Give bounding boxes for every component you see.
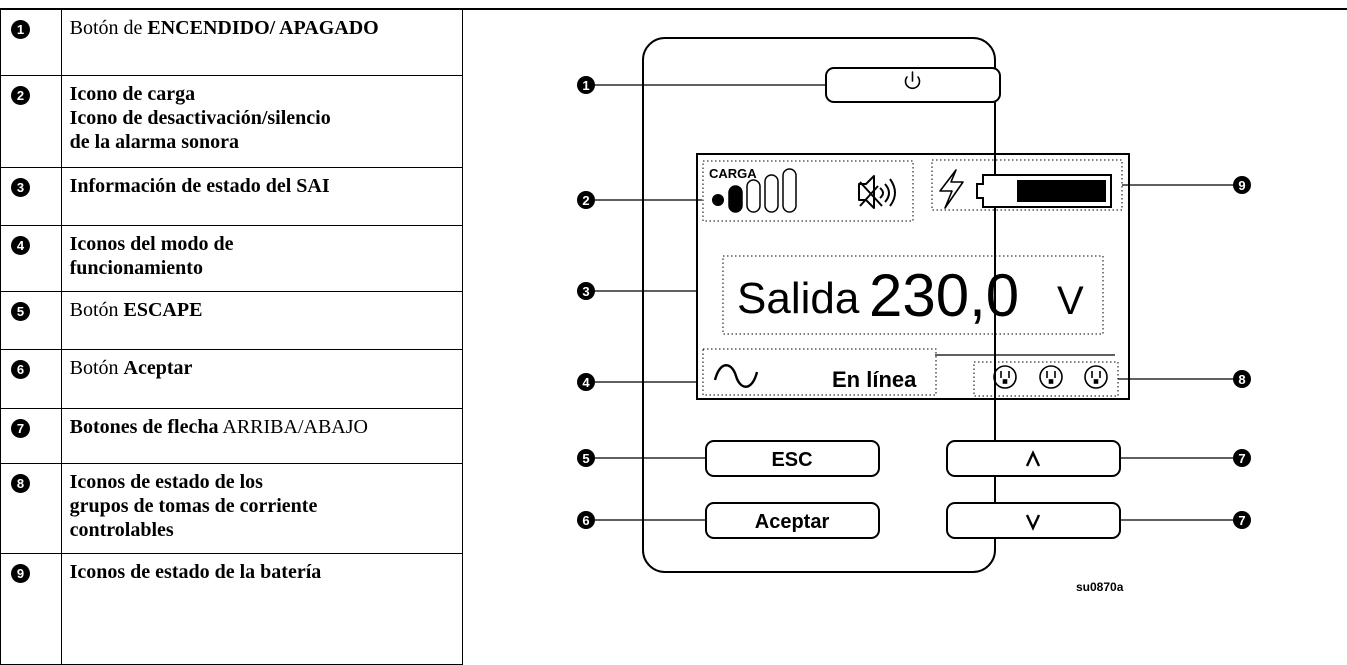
mode-text: En línea	[832, 367, 917, 392]
svg-text:7: 7	[1238, 513, 1245, 528]
callout-3: 3	[577, 282, 595, 300]
legend-text-1a: Botón de	[69, 17, 148, 39]
load-area	[702, 160, 914, 222]
callout-badge-5: 5	[11, 302, 30, 321]
legend-text-3: Información de estado del SAI	[69, 175, 330, 197]
down-arrow-icon	[1025, 514, 1041, 531]
legend-row-8: 8 Iconos de estado de los grupos de toma…	[0, 463, 464, 554]
callout-badge-7: 7	[11, 419, 30, 438]
legend-text-5a: Botón	[69, 299, 124, 321]
alarm-mute-icon	[858, 175, 896, 209]
callout-badge-6: 6	[11, 360, 30, 379]
ups-panel-outline	[642, 37, 996, 573]
callout-badge-8: 8	[11, 474, 30, 493]
svg-text:7: 7	[1238, 451, 1245, 466]
ups-panel-diagram: CARGA Salida 230,0 V	[470, 10, 1347, 664]
callout-badge-3: 3	[11, 178, 30, 197]
svg-text:5: 5	[582, 451, 589, 466]
callout-7-down: 7	[1233, 511, 1251, 529]
svg-text:4: 4	[582, 375, 590, 390]
legend-row-6: 6 Botón Aceptar	[0, 349, 464, 409]
legend-row-9: 9 Iconos de estado de la batería	[0, 553, 464, 665]
callout-badge-1: 1	[11, 20, 30, 39]
up-arrow-icon	[1025, 450, 1041, 467]
leader-lines	[594, 84, 1234, 521]
callout-badge-2: 2	[11, 86, 30, 105]
legend-row-2: 2 Icono de carga Icono de desactivación/…	[0, 75, 464, 168]
legend-text-4a: Iconos del modo de	[69, 233, 234, 255]
power-button[interactable]	[825, 67, 1001, 103]
legend-text-2b: Icono de desactivación/silencio	[69, 107, 331, 129]
callout-badge-4: 4	[11, 236, 30, 255]
svg-text:2: 2	[582, 193, 589, 208]
status-value: 230,0	[869, 262, 1019, 329]
svg-text:3: 3	[582, 284, 589, 299]
status-area	[722, 255, 1104, 335]
svg-text:1: 1	[582, 78, 589, 93]
legend-text-6a: Botón	[69, 357, 124, 379]
legend-row-1: 1 Botón de ENCENDIDO/ APAGADO	[0, 9, 464, 76]
legend-text-7a: Botones de flecha	[69, 416, 219, 438]
outlet-icon-2	[1039, 365, 1063, 389]
accept-button[interactable]: Aceptar	[705, 502, 880, 539]
svg-text:9: 9	[1238, 178, 1245, 193]
legend-row-7: 7 Botones de flecha ARRIBA/ABAJO	[0, 408, 464, 464]
legend-text-2c: de la alarma sonora	[69, 131, 240, 153]
legend-text-9: Iconos de estado de la batería	[69, 561, 322, 583]
up-arrow-button[interactable]	[946, 440, 1121, 477]
outlet-icon-1	[993, 365, 1017, 389]
callout-5: 5	[577, 449, 595, 467]
battery-icon	[976, 174, 1112, 208]
legend-text-6b: Aceptar	[123, 357, 193, 379]
legend-text-8b: grupos de tomas de corriente	[69, 495, 318, 517]
callout-9: 9	[1233, 176, 1251, 194]
esc-label: ESC	[771, 449, 812, 471]
legend-row-5: 5 Botón ESCAPE	[0, 291, 464, 350]
outlet-icon-3	[1084, 365, 1108, 389]
sine-wave-icon	[713, 364, 759, 388]
mode-area	[702, 348, 937, 396]
down-arrow-button[interactable]	[946, 502, 1121, 539]
legend-text-7b: ARRIBA/ABAJO	[218, 416, 368, 438]
callout-7-up: 7	[1233, 449, 1251, 467]
legend-text-4b: funcionamiento	[69, 257, 203, 279]
callout-8: 8	[1233, 370, 1251, 388]
power-icon	[904, 71, 921, 90]
callout-badge-9: 9	[11, 564, 30, 583]
legend-row-4: 4 Iconos del modo de funcionamiento	[0, 225, 464, 292]
legend-text-1b: ENCENDIDO/ APAGADO	[147, 17, 379, 39]
esc-button[interactable]: ESC	[705, 440, 880, 477]
load-label: CARGA	[709, 166, 757, 181]
callout-4: 4	[577, 373, 595, 391]
legend-text-8c: controlables	[69, 519, 174, 541]
legend-table: 1 Botón de ENCENDIDO/ APAGADO 2 Icono de…	[0, 9, 464, 665]
lcd-screen	[696, 153, 1130, 400]
callout-1: 1	[577, 76, 595, 94]
legend-text-5b: ESCAPE	[123, 299, 203, 321]
legend-text-8a: Iconos de estado de los	[69, 471, 263, 493]
svg-text:6: 6	[582, 513, 589, 528]
charging-bolt-icon	[939, 169, 964, 209]
status-unit: V	[1057, 279, 1084, 323]
battery-fill	[1017, 180, 1106, 202]
top-rule	[0, 8, 1347, 10]
legend-row-3: 3 Información de estado del SAI	[0, 167, 464, 226]
svg-text:8: 8	[1238, 372, 1245, 387]
status-prefix: Salida	[737, 274, 860, 323]
load-bars-icon	[712, 168, 797, 213]
figure-id: su0870a	[1076, 580, 1124, 594]
callout-6: 6	[577, 511, 595, 529]
accept-label: Aceptar	[755, 511, 830, 533]
callout-2: 2	[577, 191, 595, 209]
legend-text-2a: Icono de carga	[69, 83, 196, 105]
